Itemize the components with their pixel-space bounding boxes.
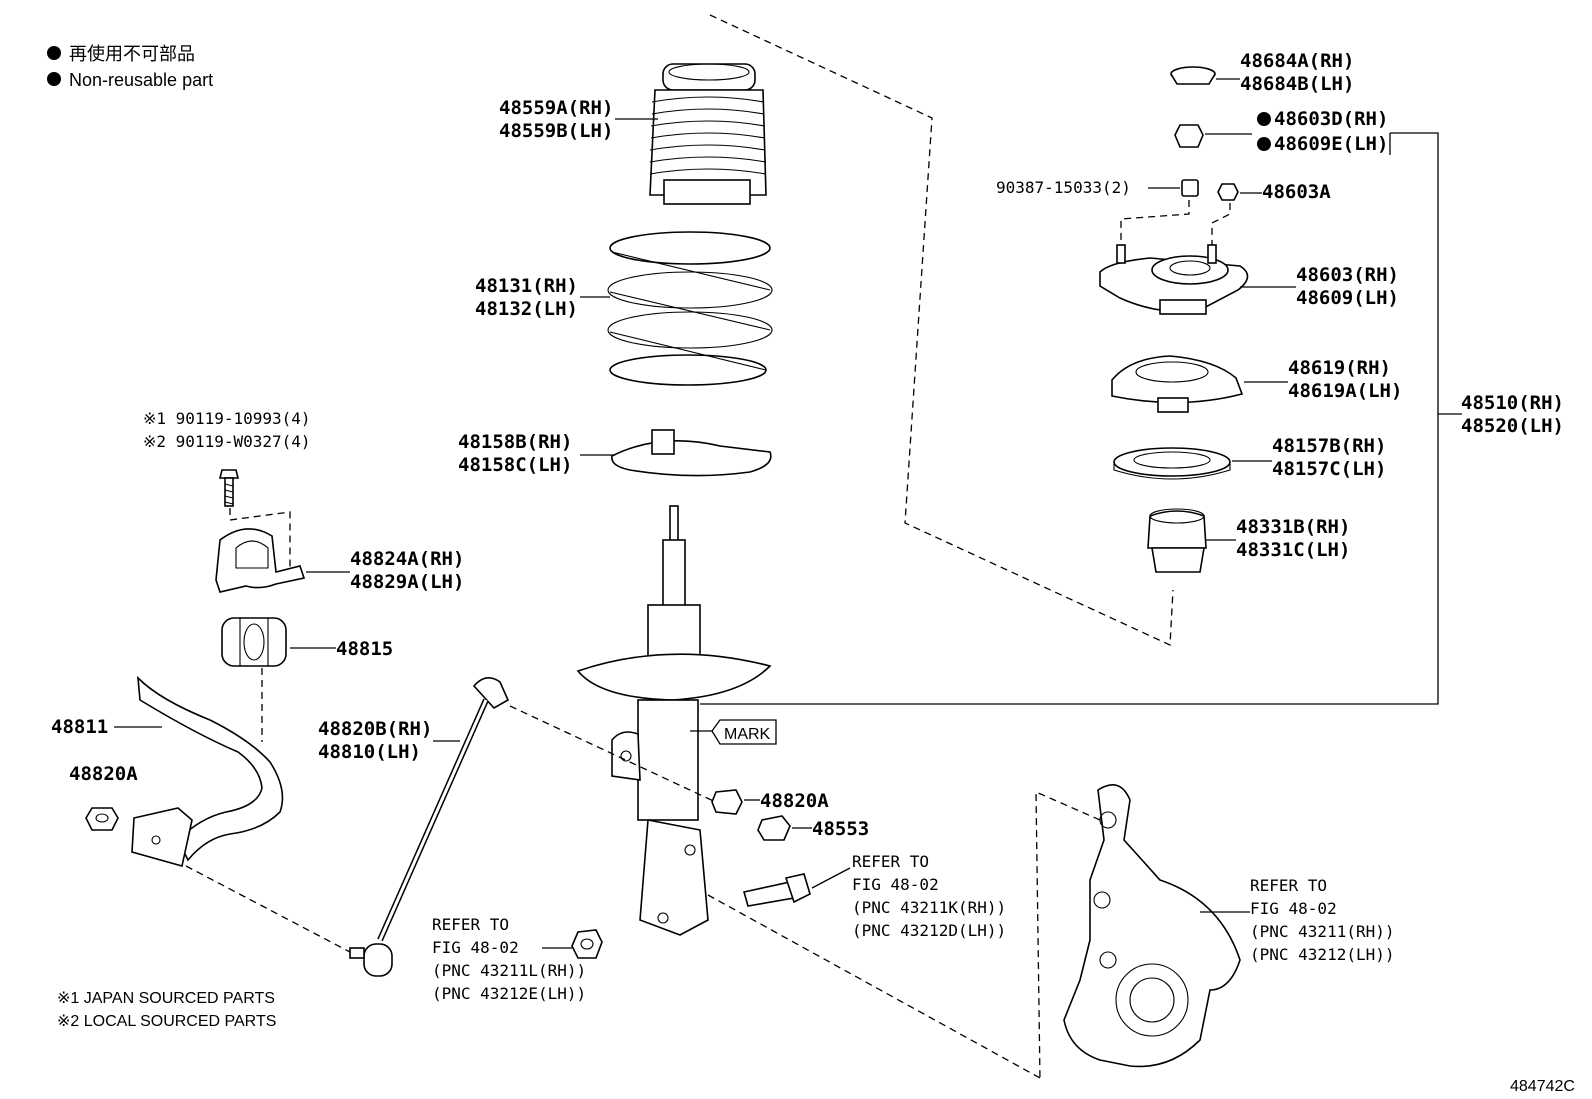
label-48553: 48553 bbox=[812, 818, 869, 840]
label-48824-rh: 48824A(RH) bbox=[350, 548, 464, 570]
label-48603-lh: 48609(LH) bbox=[1296, 287, 1399, 309]
label-refer-bolt-2: FIG 48-02 bbox=[852, 875, 939, 894]
spring-upper-seat-drawing bbox=[1111, 355, 1244, 413]
nut-drawing bbox=[1174, 124, 1204, 148]
label-48331-rh: 48331B(RH) bbox=[1236, 516, 1350, 538]
note-japan-sourced: ※1 JAPAN SOURCED PARTS bbox=[57, 990, 275, 1007]
left-nut-drawing bbox=[85, 807, 119, 831]
mark-callout: MARK bbox=[711, 719, 777, 745]
label-48824-lh: 48829A(LH) bbox=[350, 571, 464, 593]
link-upper-dashed bbox=[509, 705, 723, 806]
non-reusable-48603d-icon bbox=[1257, 112, 1271, 126]
label-48603a: 48603A bbox=[1262, 181, 1331, 203]
label-48559-lh: 48559B(LH) bbox=[499, 120, 613, 142]
collar-drawing bbox=[1181, 179, 1199, 197]
link-lower-dashed bbox=[185, 865, 351, 953]
label-48510-rh: 48510(RH) bbox=[1461, 392, 1564, 414]
stabilizer-bushing-drawing bbox=[221, 617, 287, 667]
non-reusable-48609e-icon bbox=[1257, 137, 1271, 151]
dust-boot-drawing bbox=[649, 63, 767, 205]
label-refer-nut-3: (PNC 43211L(RH)) bbox=[432, 961, 586, 980]
label-48684-lh: 48684B(LH) bbox=[1240, 73, 1354, 95]
label-48811: 48811 bbox=[51, 716, 108, 738]
legend-en: Non-reusable part bbox=[69, 70, 213, 90]
label-48619-rh: 48619(RH) bbox=[1288, 357, 1391, 379]
label-refer-knuckle-3: (PNC 43211(RH)) bbox=[1250, 922, 1395, 941]
label-bolt-japan: ※1 90119-10993(4) bbox=[143, 409, 311, 428]
bolt-drawing bbox=[218, 469, 240, 507]
support-dashed-1 bbox=[1120, 200, 1190, 245]
label-48619-lh: 48619A(LH) bbox=[1288, 380, 1402, 402]
label-refer-knuckle-2: FIG 48-02 bbox=[1250, 899, 1337, 918]
bracket-48510 bbox=[700, 132, 1439, 705]
legend-ja: 再使用不可部品 bbox=[69, 44, 195, 64]
cap-drawing bbox=[1170, 66, 1216, 85]
stabilizer-link-drawing bbox=[349, 677, 510, 977]
strut-bolt-drawing bbox=[742, 873, 811, 907]
label-refer-bolt-3: (PNC 43211K(RH)) bbox=[852, 898, 1006, 917]
label-48158-lh: 48158C(LH) bbox=[458, 454, 572, 476]
coil-spring-drawing bbox=[607, 231, 773, 386]
upper-support-drawing bbox=[1099, 244, 1249, 315]
label-refer-knuckle-4: (PNC 43212(LH)) bbox=[1250, 945, 1395, 964]
label-48820b-rh: 48820B(RH) bbox=[318, 718, 432, 740]
label-48820a-mid: 48820A bbox=[760, 790, 829, 812]
label-48131-lh: 48132(LH) bbox=[475, 298, 578, 320]
label-48510-lh: 48520(LH) bbox=[1461, 415, 1564, 437]
bolt-dashed bbox=[229, 508, 291, 570]
label-48684-rh: 48684A(RH) bbox=[1240, 50, 1354, 72]
shock-absorber-drawing bbox=[576, 505, 772, 936]
label-90387: 90387-15033(2) bbox=[996, 178, 1131, 197]
label-48331-lh: 48331C(LH) bbox=[1236, 539, 1350, 561]
bump-stopper-drawing bbox=[1147, 508, 1207, 573]
label-48559-rh: 48559A(RH) bbox=[499, 97, 613, 119]
mid-nut-drawing bbox=[711, 789, 743, 815]
label-48157-lh: 48157C(LH) bbox=[1272, 458, 1386, 480]
label-48820a-left: 48820A bbox=[69, 763, 138, 785]
steering-knuckle-drawing bbox=[1063, 784, 1241, 1068]
upper-assembly-dashed-outline bbox=[709, 14, 1174, 646]
label-48131-rh: 48131(RH) bbox=[475, 275, 578, 297]
label-refer-bolt-1: REFER TO bbox=[852, 852, 929, 871]
stabilizer-bar-drawing bbox=[131, 675, 284, 867]
legend: 再使用不可部品 Non-reusable part bbox=[47, 44, 213, 90]
spring-insulator-drawing bbox=[611, 429, 772, 477]
strut-lower-nut-drawing bbox=[571, 929, 603, 959]
label-refer-nut-1: REFER TO bbox=[432, 915, 509, 934]
leader-strut-bolt bbox=[811, 867, 851, 889]
label-48815: 48815 bbox=[336, 638, 393, 660]
label-refer-nut-2: FIG 48-02 bbox=[432, 938, 519, 957]
non-reusable-bullet-icon bbox=[47, 46, 61, 60]
label-48820b-lh: 48810(LH) bbox=[318, 741, 421, 763]
label-mark: MARK bbox=[724, 726, 771, 743]
label-48603d-lh: 48609E(LH) bbox=[1274, 133, 1388, 155]
nut-48553-drawing bbox=[757, 815, 791, 841]
non-reusable-bullet-icon bbox=[47, 72, 61, 86]
label-48603d-rh: 48603D(RH) bbox=[1274, 108, 1388, 130]
support-dashed-2 bbox=[1211, 203, 1231, 245]
small-nut-drawing bbox=[1217, 183, 1239, 201]
bearing-drawing bbox=[1113, 447, 1231, 480]
diagram-id: 484742C bbox=[1510, 1078, 1575, 1095]
label-48157-rh: 48157B(RH) bbox=[1272, 435, 1386, 457]
label-refer-bolt-4: (PNC 43212D(LH)) bbox=[852, 921, 1006, 940]
strut-knuckle-dashed bbox=[707, 894, 1041, 1079]
note-local-sourced: ※2 LOCAL SOURCED PARTS bbox=[57, 1013, 276, 1030]
label-48158-rh: 48158B(RH) bbox=[458, 431, 572, 453]
label-refer-nut-4: (PNC 43212E(LH)) bbox=[432, 984, 586, 1003]
label-48603-rh: 48603(RH) bbox=[1296, 264, 1399, 286]
label-refer-knuckle-1: REFER TO bbox=[1250, 876, 1327, 895]
label-bolt-local: ※2 90119-W0327(4) bbox=[143, 432, 311, 451]
stabilizer-bracket-drawing bbox=[215, 528, 306, 593]
